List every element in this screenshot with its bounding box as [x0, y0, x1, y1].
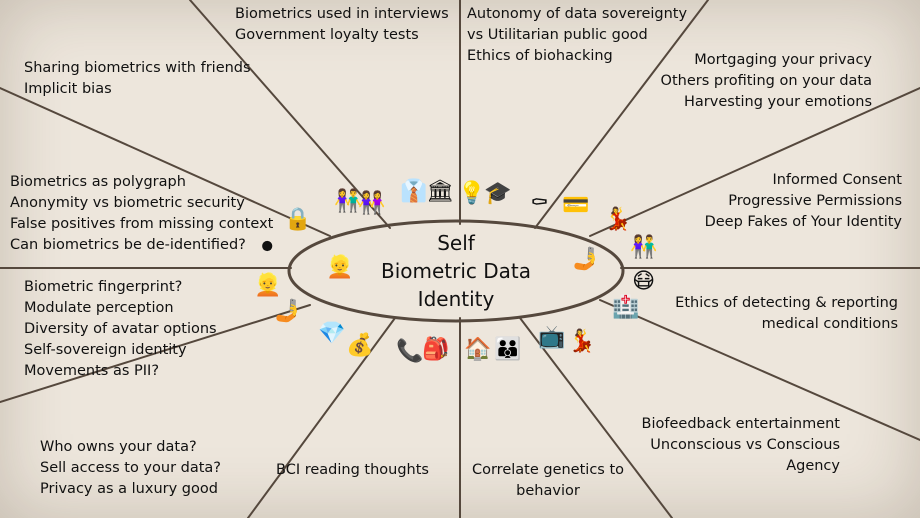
sector-line: Sharing biometrics with friends: [24, 60, 251, 76]
dancers-icon: 💃: [604, 207, 632, 232]
center-line-1: Self: [437, 231, 475, 255]
sector-line: Biometrics used in interviews: [235, 6, 449, 22]
sector-upper-right: Mortgaging your privacy Others profiting…: [661, 50, 872, 113]
sector-line: Can biometrics be de-identified?: [10, 237, 246, 253]
sector-mid-right: Informed Consent Progressive Permissions…: [705, 170, 902, 233]
line-top-right-diag: [534, 0, 709, 229]
center-topic: Self Biometric Data Identity: [290, 222, 622, 320]
dancer-icon: 💃: [568, 329, 596, 354]
sector-line: Privacy as a luxury good: [40, 481, 218, 497]
selfie-icon: 🤳: [572, 247, 600, 272]
coffin-icon: ⚰: [530, 191, 549, 216]
sector-bottom-left: Who owns your data? Sell access to your …: [40, 437, 221, 500]
sector-bottom-right: Biofeedback entertainment Unconscious vs…: [642, 414, 840, 477]
mask-face-icon: 😷: [632, 269, 655, 294]
sector-line: Movements as PII?: [24, 363, 160, 379]
line-top-left-diag: [189, 0, 391, 229]
light-bulb-icon: 💡: [458, 181, 486, 206]
sector-top-left: Biometrics used in interviews Government…: [235, 4, 449, 46]
backpack-icon: 🎒: [422, 337, 450, 362]
hospital-icon: 🏥: [612, 295, 640, 320]
sector-upper-left: Sharing biometrics with friends Implicit…: [24, 58, 251, 100]
sector-line: Informed Consent: [772, 172, 902, 188]
sector-line: Anonymity vs biometric security: [10, 195, 245, 211]
family-icon-2: 👪: [494, 337, 522, 362]
line-upper-right-diag: [589, 87, 920, 237]
sector-line: Self-sovereign identity: [24, 342, 187, 358]
center-ellipse: [287, 219, 625, 323]
sector-line: vs Utilitarian public good: [467, 27, 648, 43]
diamond-icon: 💎: [318, 321, 346, 346]
center-line-3: Identity: [417, 287, 495, 311]
line-lower-right-diag: [599, 299, 920, 441]
couple-icon: 👫: [630, 235, 658, 260]
sector-line: Who owns your data?: [40, 439, 197, 455]
money-bag-icon: 💰: [346, 333, 374, 358]
lock-icon: 🔒: [284, 207, 312, 232]
person-face-icon: 👱: [326, 255, 354, 280]
sector-line: Progressive Permissions: [728, 193, 902, 209]
family-icon: 👭: [358, 191, 386, 216]
sector-lower-right: Ethics of detecting & reporting medical …: [675, 293, 898, 335]
line-upper-left-diag: [0, 87, 331, 237]
telephone-icon: 📞: [396, 339, 424, 364]
hole-icon: ⚫: [258, 235, 277, 260]
line-lower-left-diag: [0, 304, 311, 403]
sector-line: Biometric fingerprint?: [24, 279, 183, 295]
classical-building-icon: 🏛: [426, 179, 454, 204]
people-holding-hands-icon: 👫: [334, 189, 362, 214]
sector-lower-left: Biometric fingerprint? Modulate percepti…: [24, 277, 217, 382]
sector-line: Modulate perception: [24, 300, 174, 316]
sector-line: Biometrics as polygraph: [10, 174, 186, 190]
sector-line: Autonomy of data sovereignty: [467, 6, 688, 22]
sector-bottom-mid-left: BCI reading thoughts: [276, 460, 429, 481]
television-icon: 📺: [538, 325, 566, 350]
sector-line: BCI reading thoughts: [276, 462, 429, 478]
sector-line: Ethics of biohacking: [467, 48, 613, 64]
sector-line: Harvesting your emotions: [684, 94, 872, 110]
sector-top-right: Autonomy of data sovereignty vs Utilitar…: [467, 4, 687, 67]
sector-line: Implicit bias: [24, 81, 112, 97]
sector-mid-left: Biometrics as polygraph Anonymity vs bio…: [10, 172, 273, 256]
sector-line: Others profiting on your data: [660, 73, 872, 89]
center-line-2: Biometric Data: [380, 259, 532, 283]
sector-line: Government loyalty tests: [235, 27, 419, 43]
credit-card-icon: 💳: [562, 193, 590, 218]
selfie-icon-2: 🤳: [274, 299, 302, 324]
sector-line: Ethics of detecting & reporting: [675, 295, 898, 311]
person-face-icon-2: 👱: [254, 273, 282, 298]
house-icon: 🏠: [464, 337, 492, 362]
sector-line: Agency: [786, 458, 840, 474]
sector-bottom-mid-right: Correlate genetics to behavior: [468, 460, 628, 502]
office-worker-icon: 👔: [400, 179, 428, 204]
sector-line: Unconscious vs Conscious: [650, 437, 840, 453]
sector-line: Diversity of avatar options: [24, 321, 217, 337]
line-bottom-right-diag: [519, 317, 673, 518]
sector-line: Correlate genetics to: [471, 462, 625, 478]
graduation-cap-icon: 🎓: [484, 181, 512, 206]
sector-line: behavior: [516, 483, 580, 499]
sector-line: Sell access to your data?: [40, 460, 221, 476]
line-bottom-left-diag: [247, 317, 396, 518]
sector-line: Deep Fakes of Your Identity: [704, 214, 902, 230]
sector-line: Biofeedback entertainment: [641, 416, 840, 432]
sector-line: medical conditions: [761, 316, 898, 332]
sector-line: False positives from missing context: [10, 216, 274, 232]
sector-line: Mortgaging your privacy: [694, 52, 872, 68]
